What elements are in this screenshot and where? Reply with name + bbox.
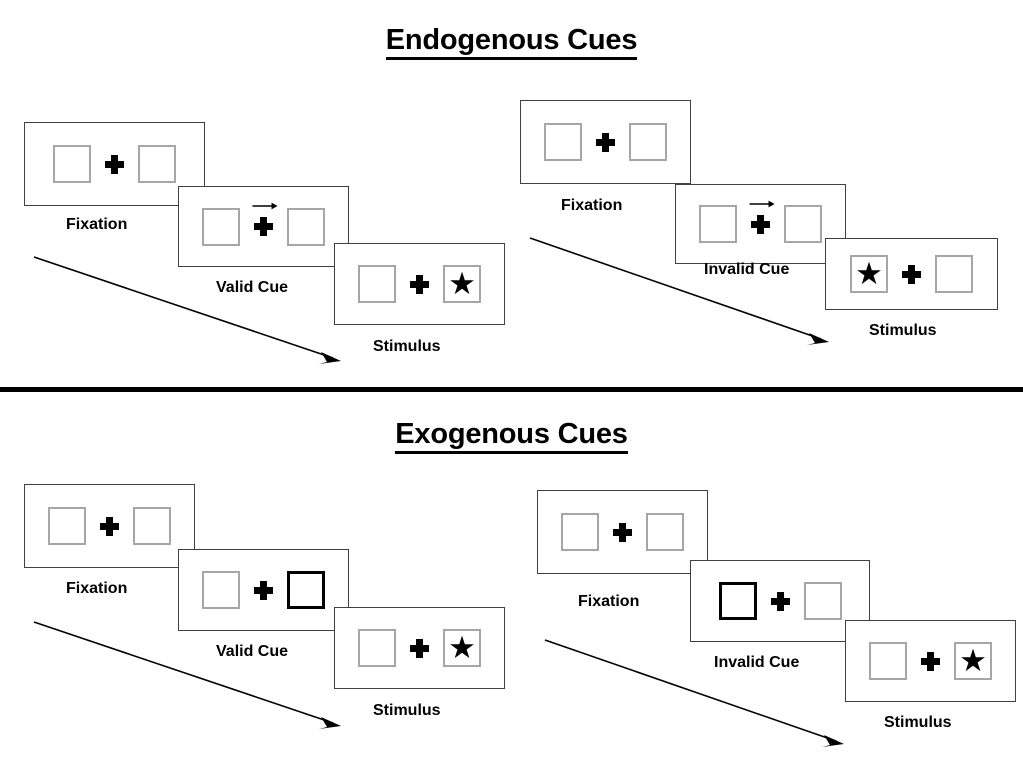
fixation-cross-icon [252,202,278,236]
panel-exogenous-valid-stimulus: ★ [334,607,505,689]
stimulus-box-right-target: ★ [443,265,481,303]
stimulus-box-left [358,265,396,303]
caption-exogenous-invalid-stimulus: Stimulus [884,714,952,731]
stimulus-box-left [699,205,737,243]
stimulus-box-left [53,145,91,183]
stimulus-box-left [544,123,582,161]
stimulus-box-right [646,513,684,551]
caption-exogenous-valid-cue: Valid Cue [216,643,289,660]
section-title-exogenous-text: Exogenous Cues [395,418,628,454]
panel-exogenous-valid-cue [178,549,349,631]
stimulus-box-right-target: ★ [954,642,992,680]
fixation-cross-icon [100,516,119,536]
panel-endogenous-valid-fixation [24,122,205,206]
caption-endogenous-valid-cue: Valid Cue [216,279,289,296]
caption-endogenous-valid-fixation: Fixation [66,216,128,233]
fixation-cross-icon [596,132,615,152]
stimulus-box-right-cued [287,571,325,609]
panel-endogenous-invalid-fixation [520,100,691,184]
panel-exogenous-valid-fixation [24,484,195,568]
fixation-cross-icon [410,274,429,294]
stimulus-box-right [935,255,973,293]
stimulus-box-right [287,207,325,246]
caption-endogenous-invalid-stimulus: Stimulus [869,322,937,339]
star-icon: ★ [959,642,987,678]
panel-endogenous-invalid-cue [675,184,846,264]
stimulus-box-left [561,513,599,551]
section-title-endogenous-text: Endogenous Cues [385,24,637,60]
stimulus-box-left-target: ★ [850,255,888,293]
caption-exogenous-invalid-cue: Invalid Cue [714,654,800,671]
caption-endogenous-valid-stimulus: Stimulus [373,338,441,355]
panel-endogenous-valid-stimulus: ★ [334,243,505,325]
fixation-cross-icon [770,591,790,611]
section-divider [0,387,1023,392]
panel-exogenous-invalid-cue [690,560,870,642]
stimulus-box-left [869,642,907,680]
fixation-cross-icon [105,154,124,174]
stimulus-box-right [138,145,176,183]
stimulus-box-left [358,629,396,667]
caption-endogenous-invalid-cue: Invalid Cue [704,261,790,278]
fixation-cross-icon [410,638,429,658]
star-icon: ★ [855,255,883,291]
arrow-right-cue-icon [252,202,278,210]
arrow-right-cue-icon [749,200,775,207]
stimulus-box-left-cued [718,582,757,620]
star-icon: ★ [448,265,476,301]
stimulus-box-right [133,507,171,545]
caption-exogenous-invalid-fixation: Fixation [578,593,640,610]
stimulus-box-right [629,123,667,161]
stimulus-box-right [803,582,842,620]
section-title-exogenous: Exogenous Cues [0,418,1023,454]
fixation-cross-icon [749,200,775,234]
stimulus-box-right [784,205,822,243]
section-title-endogenous: Endogenous Cues [0,24,1023,60]
panel-exogenous-invalid-fixation [537,490,708,574]
panel-exogenous-invalid-stimulus: ★ [845,620,1016,702]
panel-endogenous-invalid-stimulus: ★ [825,238,998,310]
fixation-cross-icon [921,651,940,671]
stimulus-box-left [202,207,240,246]
stimulus-box-left [48,507,86,545]
caption-exogenous-valid-stimulus: Stimulus [373,702,441,719]
panel-endogenous-valid-cue [178,186,349,267]
fixation-cross-icon [254,580,273,600]
star-icon: ★ [448,629,476,665]
fixation-cross-icon [902,264,921,284]
caption-exogenous-valid-fixation: Fixation [66,580,128,597]
stimulus-box-right-target: ★ [443,629,481,667]
stimulus-box-left [202,571,240,609]
caption-endogenous-invalid-fixation: Fixation [561,197,623,214]
fixation-cross-icon [613,522,632,542]
